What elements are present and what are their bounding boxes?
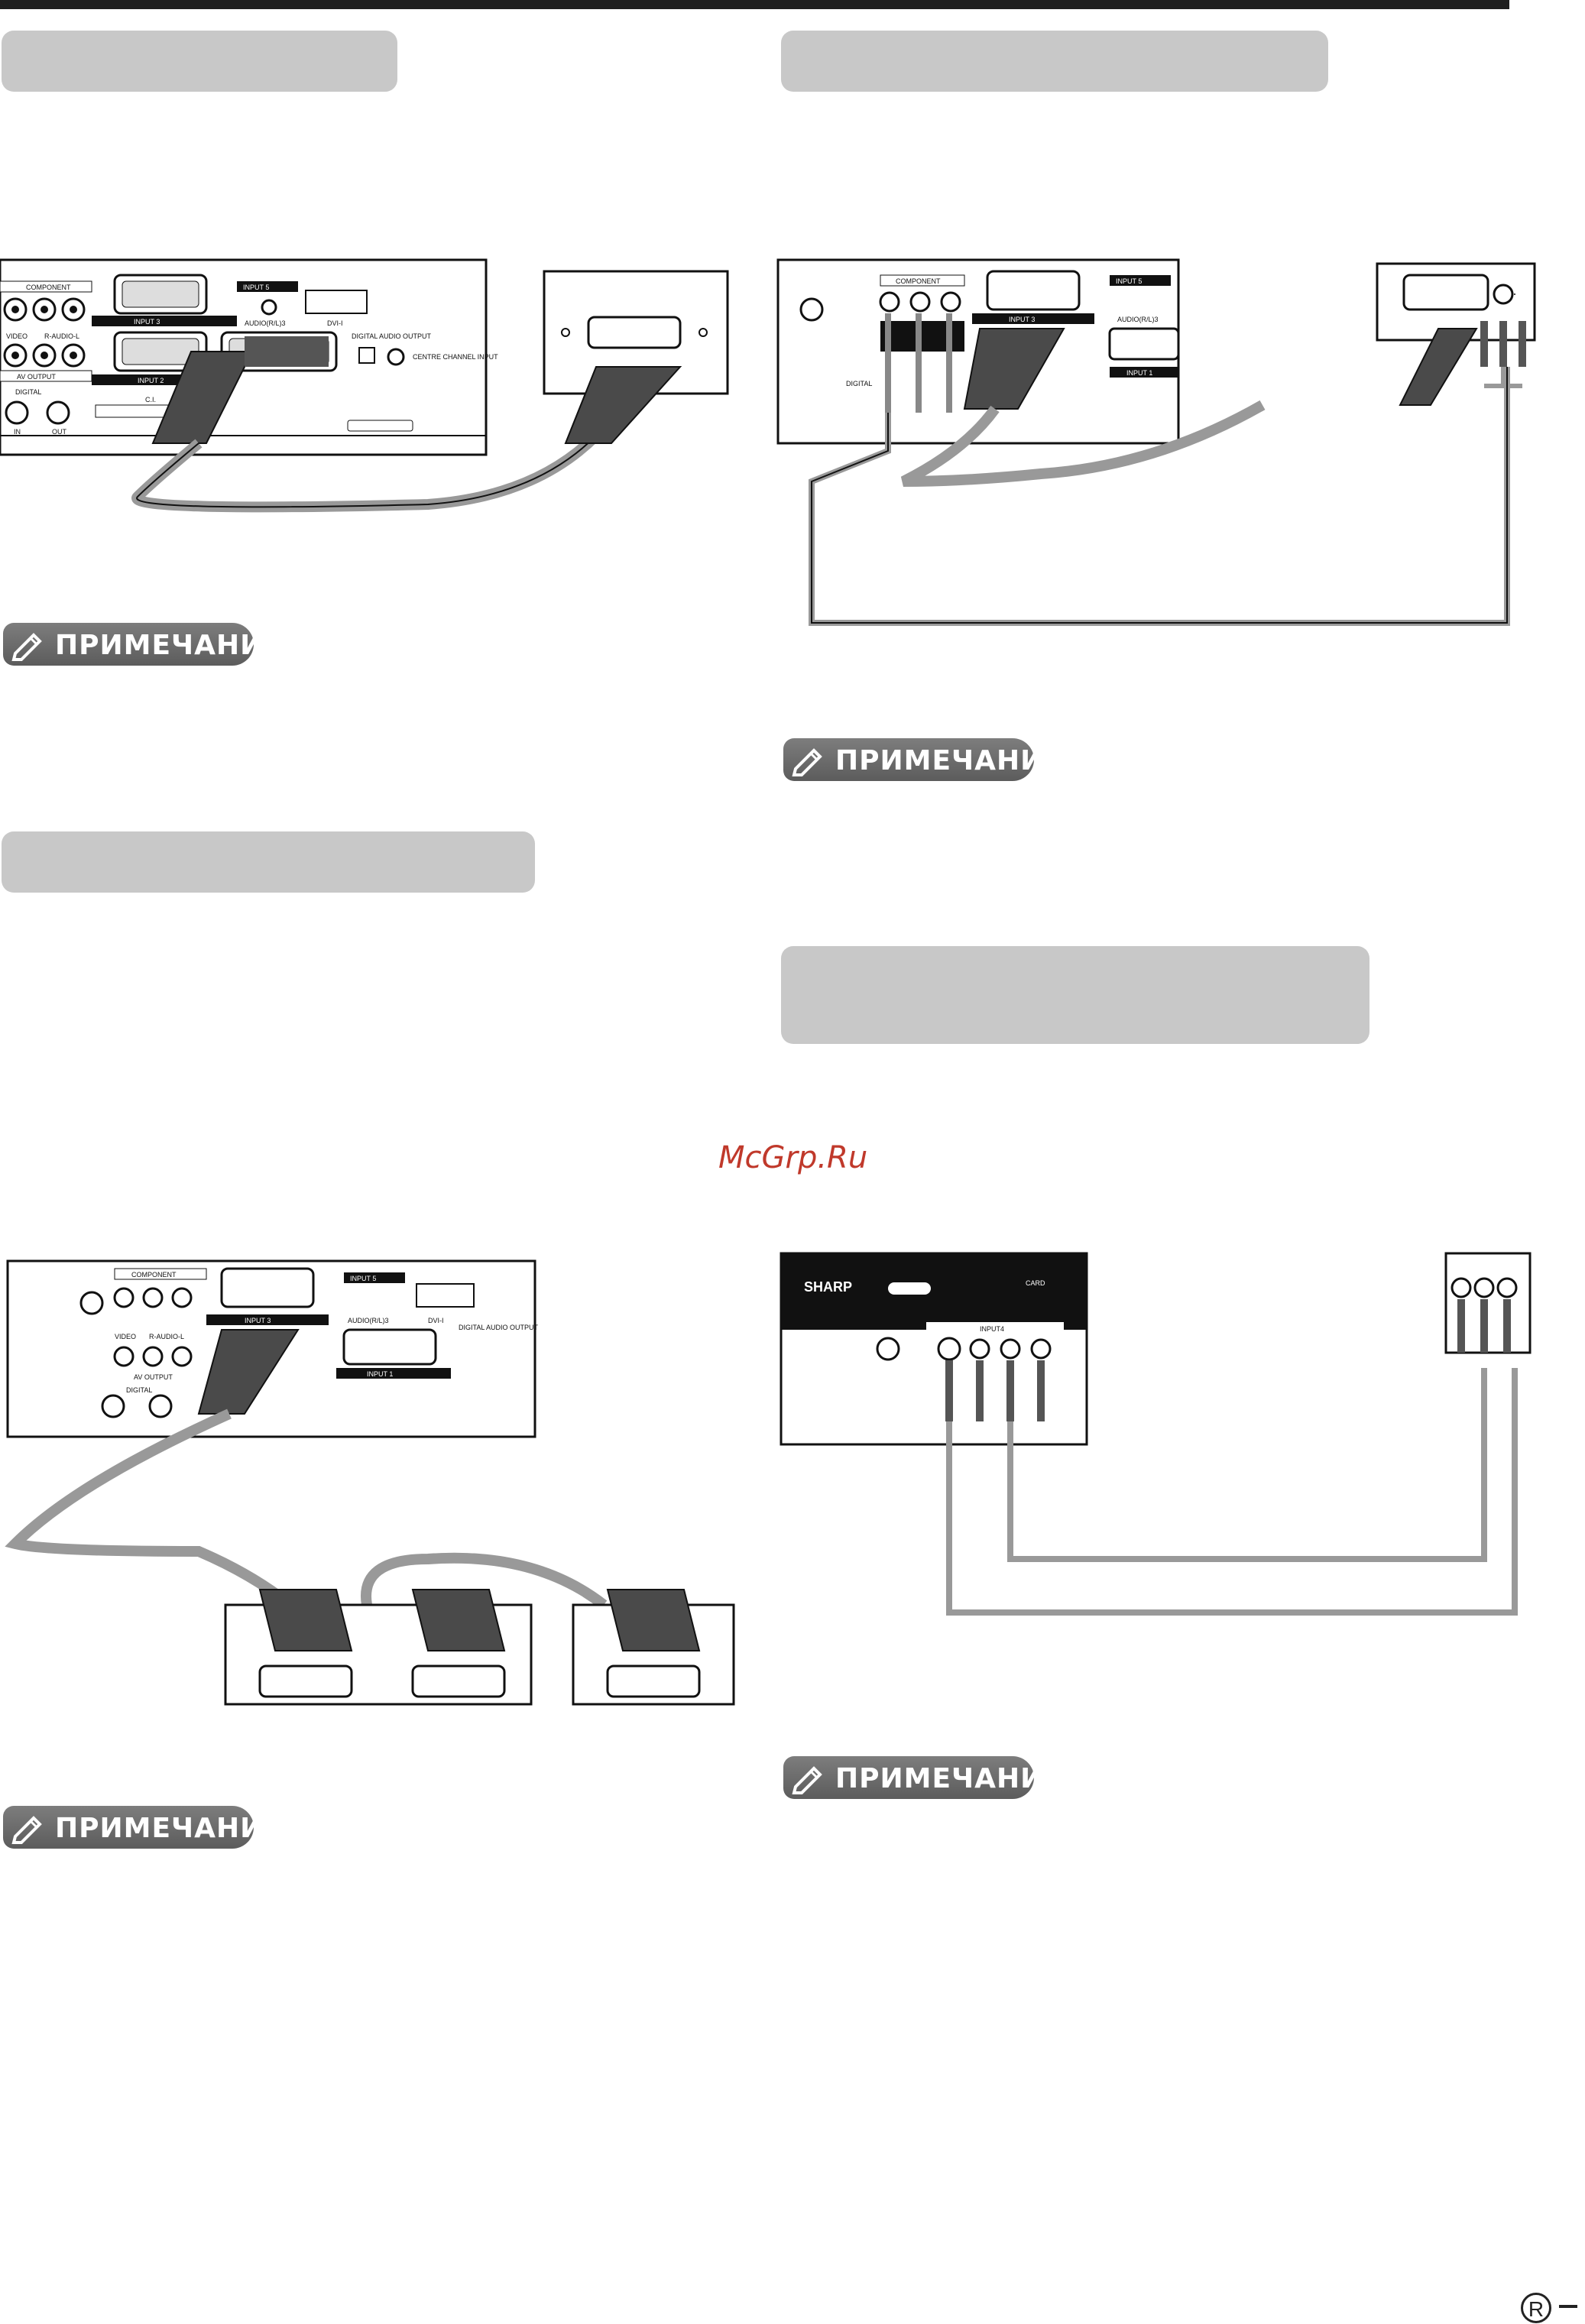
pencil-note-icon — [792, 1766, 822, 1794]
section-bar-1 — [2, 31, 397, 92]
note-label: ПРИМЕЧАНИЕ — [55, 1813, 284, 1844]
note-badge-1: ПРИМЕЧАНИЕ — [3, 623, 283, 666]
diagram-front-input: SHARP CARD INPUT4 — [780, 1252, 1532, 1616]
note-badge-4: ПРИМЕЧАНИЕ — [783, 1756, 1063, 1799]
label-input5-2: INPUT 5 — [1116, 277, 1142, 285]
label-dvi: DVI-I — [327, 319, 343, 327]
label-digital-2: DIGITAL — [846, 380, 872, 387]
label-r-audio-l-3: R-AUDIO-L — [149, 1333, 184, 1340]
note-badge-3: ПРИМЕЧАНИЕ — [3, 1806, 283, 1849]
section-bar-3 — [2, 831, 535, 893]
diagram-scart-chain: COMPONENT INPUT 3 INPUT 5 AUDIO(R/L)3 DV… — [5, 1259, 735, 1706]
label-audio-dvi: AUDIO(R/L)3 — [245, 319, 286, 327]
label-component-3: COMPONENT — [131, 1271, 177, 1279]
note-label: ПРИМЕЧАНИЕ — [835, 745, 1064, 776]
pencil-note-icon — [11, 1816, 42, 1844]
note-badge-2: ПРИМЕЧАНИЕ — [783, 738, 1063, 781]
label-out: OUT — [52, 428, 67, 436]
label-centre: CENTRE CHANNEL INPUT — [413, 353, 498, 361]
label-r-audio-l: R-AUDIO-L — [44, 332, 79, 340]
label-audio-dvi-3: AUDIO(R/L)3 — [348, 1317, 389, 1324]
label-digital-audio: DIGITAL AUDIO OUTPUT — [352, 332, 432, 340]
pencil-note-icon — [11, 633, 42, 661]
note-pill — [3, 623, 254, 666]
label-digital-audio-3: DIGITAL AUDIO OUTPUT — [459, 1324, 539, 1331]
label-video-3: VIDEO — [115, 1333, 136, 1340]
label-digital-3: DIGITAL — [126, 1386, 152, 1394]
diagram-component-scart: COMPONENT INPUT 3 INPUT 5 AUDIO(R/L)3 IN… — [776, 258, 1536, 626]
label-digital: DIGITAL — [15, 388, 41, 396]
label-in: IN — [14, 428, 21, 436]
sharp-logo: SHARP — [804, 1279, 852, 1295]
note-label: ПРИМЕЧАНИЕ — [55, 630, 284, 661]
label-input3-3: INPUT 3 — [245, 1317, 271, 1324]
label-input1-3: INPUT 1 — [367, 1370, 393, 1378]
page-region-mark: R — [1521, 2293, 1551, 2323]
label-component: COMPONENT — [26, 284, 71, 291]
note-pill — [783, 1756, 1034, 1799]
diagram-scart-connection: COMPONENT INPUT 3 INPUT 5 AUDIO(R/L)3 DV… — [0, 258, 729, 513]
pencil-note-icon — [792, 748, 822, 776]
note-label: ПРИМЕЧАНИЕ — [835, 1763, 1064, 1794]
label-input5-3: INPUT 5 — [350, 1275, 376, 1282]
label-dvi-3: DVI-I — [428, 1317, 444, 1324]
label-input3: INPUT 3 — [134, 318, 160, 326]
label-card: CARD — [1026, 1279, 1045, 1287]
label-component-2: COMPONENT — [896, 277, 941, 285]
label-input3-2: INPUT 3 — [1009, 316, 1035, 323]
top-rule — [0, 0, 1509, 9]
section-bar-4 — [781, 946, 1369, 1044]
label-input4: INPUT4 — [980, 1325, 1004, 1333]
note-pill — [783, 738, 1034, 781]
label-audio-dvi-2: AUDIO(R/L)3 — [1117, 316, 1159, 323]
label-av-output-3: AV OUTPUT — [134, 1373, 173, 1381]
label-input5: INPUT 5 — [243, 284, 269, 291]
label-ci: C.I. — [145, 396, 156, 404]
note-pill — [3, 1806, 254, 1849]
label-video: VIDEO — [6, 332, 28, 340]
section-bar-2 — [781, 31, 1328, 92]
label-input2: INPUT 2 — [138, 377, 164, 384]
label-input1-2: INPUT 1 — [1126, 369, 1152, 377]
label-av-output: AV OUTPUT — [17, 373, 56, 381]
page-dash — [1559, 2305, 1577, 2308]
watermark-text: McGrp.Ru — [718, 1140, 868, 1175]
